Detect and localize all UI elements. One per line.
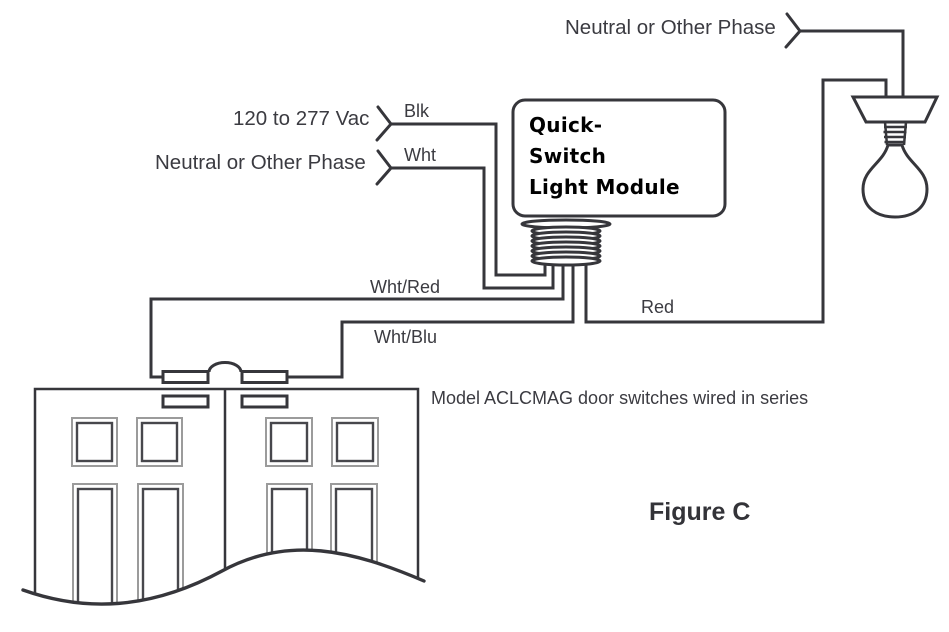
wire-wht [375,149,555,290]
module-title-line3: Light Module [529,175,680,199]
caption-door-switches: Model ACLCMAG door switches wired in ser… [431,388,809,408]
label-vac: 120 to 277 Vac [233,107,370,130]
module-title-line1: Quick- [529,113,603,137]
break-wave [21,548,426,606]
wire-end-connector-icon [375,105,393,142]
bulb-icon [861,143,929,219]
door-switch-right [240,370,289,384]
wire-wht-blu [287,258,575,379]
label-neutral-left: Neutral or Other Phase [155,151,366,174]
door-magnet-right [240,394,289,409]
switch-series-arc [207,361,243,373]
fixture-canopy [850,95,940,124]
door-switch-left [161,370,210,384]
module-title-line2: Switch [529,144,607,168]
label-wire-wht-red: Wht/Red [370,277,441,297]
wire-blk [375,105,547,277]
door-magnet-left [161,394,210,409]
wire-neutral-top [784,12,905,100]
door-switches [161,361,289,384]
wire-end-connector-icon [784,12,802,49]
label-wire-wht: Wht [404,145,437,165]
wire-wht-red [149,258,565,379]
label-wire-red: Red [641,297,675,317]
label-wire-wht-blu: Wht/Blu [374,327,438,347]
bulb-socket-threads [883,121,908,146]
door-windows [71,417,379,467]
wire-end-connector-icon [375,149,393,186]
module-box [511,98,727,218]
label-neutral-top: Neutral or Other Phase [565,16,776,39]
figure-label: Figure C [649,498,751,526]
wire-red [584,78,888,324]
conduit-threads [530,225,602,267]
module-title: Quick- Switch Light Module [529,110,680,203]
door-frame [33,387,420,605]
double-doors [33,387,420,605]
label-wire-blk: Blk [404,101,430,121]
light-fixture [850,95,940,219]
light-module [511,98,727,267]
